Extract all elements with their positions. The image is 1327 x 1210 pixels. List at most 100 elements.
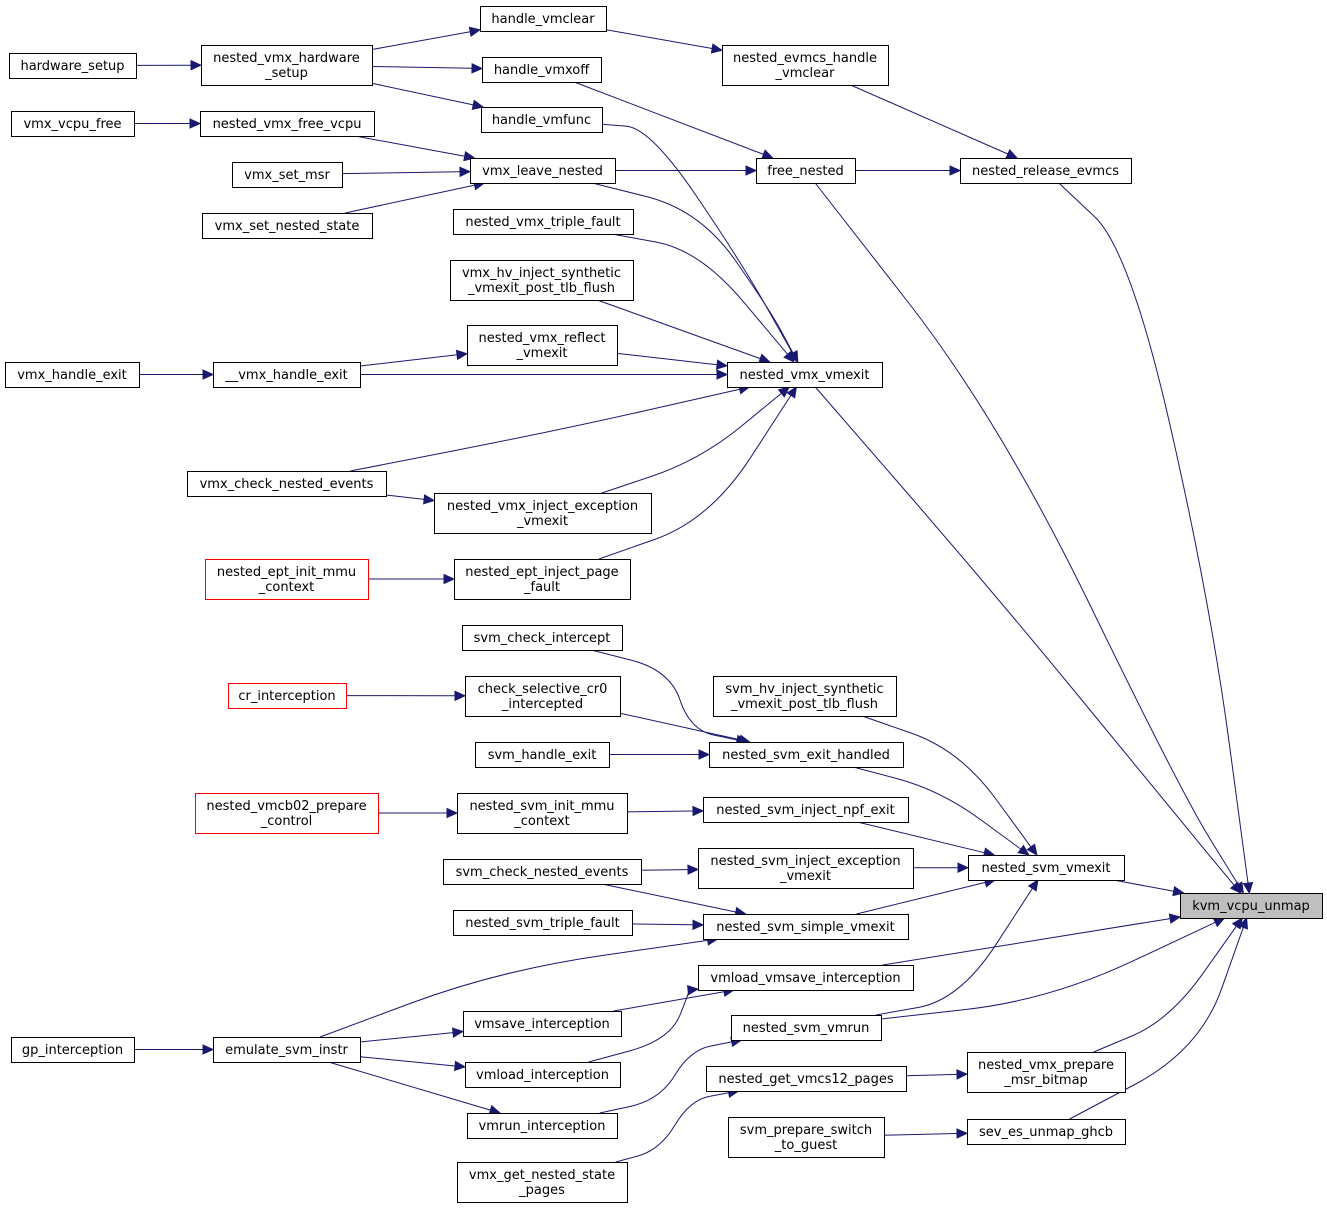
node-label: svm_prepare_switch <box>740 1123 872 1138</box>
node-nested-vmx-vmexit[interactable]: nested_vmx_vmexit <box>727 362 883 388</box>
node-box <box>703 797 909 823</box>
edge-__vmx_handle_exit-to-nested_vmx_reflect_vmexit <box>359 349 469 367</box>
node-vmx-set-msr[interactable]: vmx_set_msr <box>232 162 343 188</box>
node-label: nested_vmcb02_prepare <box>206 799 366 814</box>
node-box <box>457 1162 628 1203</box>
node-nested-ept-init-mmu-context[interactable]: nested_ept_init_mmu_context <box>205 559 369 600</box>
node-box <box>728 1117 885 1158</box>
node-nested-vmx-hardware-setup[interactable]: nested_vmx_hardware_setup <box>201 45 373 86</box>
node-svm-hv-inject-synthetic[interactable]: svm_hv_inject_synthetic_vmexit_post_tlb_… <box>713 676 897 717</box>
node-box <box>201 45 373 86</box>
node-vmx-check-nested-events[interactable]: vmx_check_nested_events <box>187 471 387 497</box>
node-vmload-interception[interactable]: vmload_interception <box>465 1062 621 1088</box>
arrowhead-icon <box>687 984 700 996</box>
node-label: kvm_vcpu_unmap <box>1192 899 1310 914</box>
node-nested-svm-triple-fault[interactable]: nested_svm_triple_fault <box>453 910 633 936</box>
arrowhead-icon <box>468 26 482 37</box>
node---vmx-handle-exit[interactable]: __vmx_handle_exit <box>213 362 361 388</box>
edge-hardware_setup-to-nested_vmx_hardware_setup <box>135 59 203 71</box>
edge-line <box>857 821 985 854</box>
node-label: nested_svm_exit_handled <box>722 748 890 763</box>
node-vmx-get-nested-state-pages[interactable]: vmx_get_nested_state_pages <box>457 1162 628 1203</box>
arrowhead-icon <box>1242 881 1254 895</box>
node-handle-vmclear[interactable]: handle_vmclear <box>480 6 607 32</box>
arrowhead-icon <box>459 166 472 178</box>
node-svm-check-intercept[interactable]: svm_check_intercept <box>462 625 623 651</box>
node-gp-interception[interactable]: gp_interception <box>11 1037 135 1063</box>
arrowhead-icon <box>1238 916 1249 930</box>
node-emulate-svm-instr[interactable]: emulate_svm_instr <box>213 1037 361 1063</box>
edge-line <box>875 888 1033 1016</box>
node-nested-svm-inject-exception-vmexit[interactable]: nested_svm_inject_exception_vmexit <box>698 848 914 889</box>
node-free-nested[interactable]: free_nested <box>756 158 856 184</box>
edge-line <box>597 299 761 360</box>
node-nested-vmx-inject-exception-vmexit[interactable]: nested_vmx_inject_exception_vmexit <box>434 493 652 534</box>
arrowhead-icon <box>716 369 729 380</box>
node-vmx-vcpu-free[interactable]: vmx_vcpu_free <box>11 111 135 137</box>
edge-line <box>359 1032 454 1043</box>
node-nested-get-vmcs12-pages[interactable]: nested_get_vmcs12_pages <box>706 1066 907 1092</box>
node-label: _intercepted <box>501 697 583 712</box>
edge-line <box>850 84 1009 155</box>
node-nested-ept-inject-page-fault[interactable]: nested_ept_inject_page_fault <box>454 559 631 600</box>
node-nested-svm-inject-npf-exit[interactable]: nested_svm_inject_npf_exit <box>703 797 909 823</box>
node-vmx-leave-nested[interactable]: vmx_leave_nested <box>470 158 616 184</box>
node-vmx-handle-exit[interactable]: vmx_handle_exit <box>5 362 140 388</box>
node-nested-vmcb02-prepare-control[interactable]: nested_vmcb02_prepare_control <box>195 793 379 834</box>
node-nested-vmx-free-vcpu[interactable]: nested_vmx_free_vcpu <box>200 111 375 137</box>
edge-vmload_interception-to-vmload_vmsave_interception <box>588 984 700 1063</box>
node-box <box>462 625 623 651</box>
edge-check_selective_cr0_intercepted-to-nested_svm_exit_handled <box>619 712 751 745</box>
node-svm-check-nested-events[interactable]: svm_check_nested_events <box>443 859 642 885</box>
edge-line <box>371 66 473 69</box>
edge-line <box>861 715 1032 848</box>
node-svm-handle-exit[interactable]: svm_handle_exit <box>475 742 610 768</box>
edge-vmx_check_nested_events-to-nested_vmx_inject_exception_vmexit <box>385 494 436 505</box>
node-nested-svm-vmrun[interactable]: nested_svm_vmrun <box>731 1015 882 1041</box>
node-hardware-setup[interactable]: hardware_setup <box>9 53 137 79</box>
node-nested-evmcs-handle-vmclear[interactable]: nested_evmcs_handle_vmclear <box>722 45 889 86</box>
node-svm-prepare-switch-to-guest[interactable]: svm_prepare_switch_to_guest <box>728 1117 885 1158</box>
node-label: vmx_get_nested_state <box>469 1168 615 1183</box>
node-nested-vmx-triple-fault[interactable]: nested_vmx_triple_fault <box>453 209 634 235</box>
node-handle-vmxoff[interactable]: handle_vmxoff <box>482 57 602 83</box>
arrowhead-icon <box>716 359 729 370</box>
node-label: vmx_set_nested_state <box>215 219 360 234</box>
edge-line <box>611 233 788 355</box>
node-box <box>698 848 914 889</box>
node-nested-svm-simple-vmexit[interactable]: nested_svm_simple_vmexit <box>703 914 909 940</box>
node-label: vmsave_interception <box>474 1017 610 1032</box>
node-nested-svm-exit-handled[interactable]: nested_svm_exit_handled <box>709 742 904 768</box>
node-box <box>467 325 618 366</box>
node-nested-release-evmcs[interactable]: nested_release_evmcs <box>960 158 1132 184</box>
node-nested-svm-vmexit[interactable]: nested_svm_vmexit <box>968 855 1125 881</box>
node-box <box>481 107 603 133</box>
node-label: _context <box>513 814 570 829</box>
node-box <box>457 793 628 834</box>
arrowhead-icon <box>455 349 469 361</box>
node-vmrun-interception[interactable]: vmrun_interception <box>467 1113 618 1139</box>
edge-line <box>1113 879 1174 892</box>
node-label: nested_get_vmcs12_pages <box>718 1072 893 1087</box>
edge-nested_vmx_vmexit-to-kvm_vcpu_unmap <box>814 386 1242 894</box>
node-cr-interception[interactable]: cr_interception <box>228 683 347 709</box>
node-sev-es-unmap-ghcb[interactable]: sev_es_unmap_ghcb <box>967 1119 1126 1145</box>
node-kvm-vcpu-unmap[interactable]: kvm_vcpu_unmap <box>1180 893 1323 919</box>
arrowhead-icon <box>202 1044 215 1055</box>
node-nested-vmx-reflect-vmexit[interactable]: nested_vmx_reflect_vmexit <box>467 325 618 366</box>
arrowhead-icon <box>758 353 771 364</box>
node-vmx-hv-inject-synthetic[interactable]: vmx_hv_inject_synthetic_vmexit_post_tlb_… <box>450 260 634 301</box>
node-nested-vmx-prepare-msr-bitmap[interactable]: nested_vmx_prepare_msr_bitmap <box>967 1052 1126 1093</box>
edge-cr_interception-to-check_selective_cr0_intercepted <box>345 690 467 702</box>
edge-line <box>601 392 782 494</box>
node-check-selective-cr0-intercepted[interactable]: check_selective_cr0_intercepted <box>465 676 621 717</box>
edge-vmload_vmsave_interception-to-kvm_vcpu_unmap <box>882 913 1182 966</box>
node-vmx-set-nested-state[interactable]: vmx_set_nested_state <box>202 213 373 239</box>
node-vmsave-interception[interactable]: vmsave_interception <box>463 1011 622 1037</box>
node-label: nested_svm_triple_fault <box>465 916 619 931</box>
arrowhead-icon <box>1168 913 1182 924</box>
node-handle-vmfunc[interactable]: handle_vmfunc <box>481 107 603 133</box>
node-nested-svm-init-mmu-context[interactable]: nested_svm_init_mmu_context <box>457 793 628 834</box>
node-label: vmx_check_nested_events <box>200 477 374 492</box>
node-vmload-vmsave-interception[interactable]: vmload_vmsave_interception <box>698 965 914 991</box>
